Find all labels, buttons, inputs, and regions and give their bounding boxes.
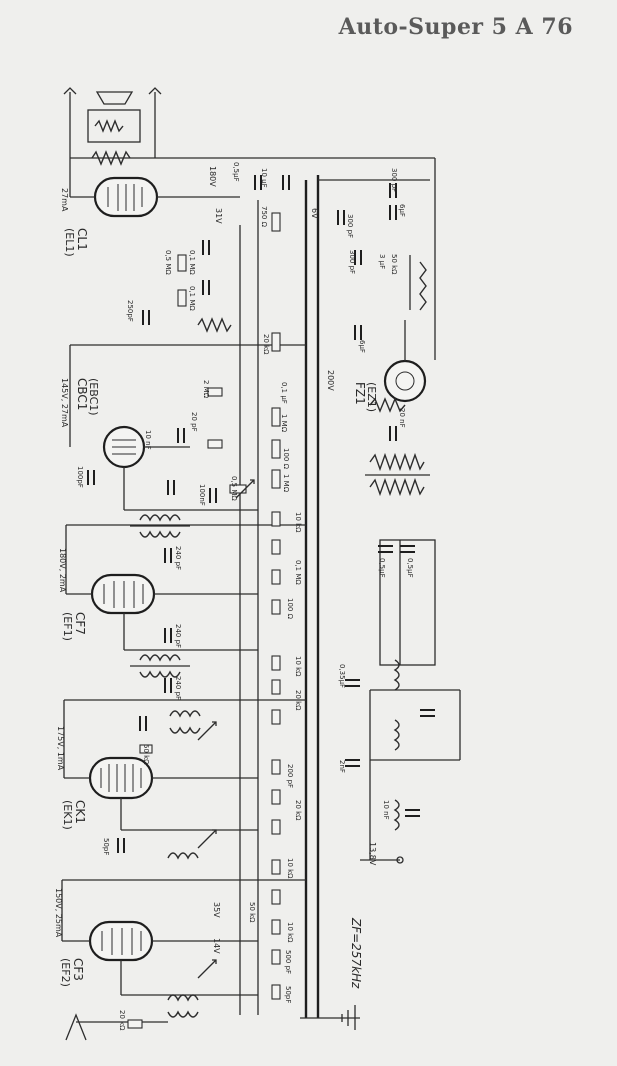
if-transformer-2 [130,654,190,678]
tube-cbc1-current: 145V, 27mA [60,378,69,428]
supply-voltage-label: 13,8V [368,842,377,866]
value-label: 0,1 MΩ [188,286,196,311]
value-label: 50 kΩ [248,902,256,923]
value-label: 240 pF [174,546,182,570]
value-label: 100nF [198,484,206,506]
if-transformer-1 [130,514,190,538]
value-label: 10 kΩ [294,512,302,533]
value-label: 0,35µF [338,664,346,688]
ground-symbol [341,1005,356,1030]
plate-wiring [61,158,306,996]
value-label: 2 MΩ [202,380,210,399]
tube-cf3-id: CF3 [71,958,85,981]
value-label: 20 kΩ [294,800,302,821]
value-label: 100 Ω [286,598,294,620]
tube-cbc1 [102,425,190,469]
tube-cl1-type: (EL1) [63,228,76,257]
value-label: 100 Ω [282,448,290,470]
value-label: 250pF [126,300,134,322]
power-transformer [365,255,430,831]
tube-ck1 [88,756,258,800]
value-label: 100pF [76,466,84,488]
antenna-symbol [65,1013,168,1041]
tube-cf7-id: CF7 [73,612,87,635]
value-label: 50pF [102,838,110,855]
value-label: 500 pF [284,950,292,974]
tube-cbc1-type: (EBC1) [87,378,100,416]
value-label: 20 kΩ [262,334,270,355]
input-coil [167,852,199,1018]
value-label: 10 kΩ [286,922,294,943]
value-label: 10 kΩ [294,656,302,677]
value-label: 0,1 MΩ [188,250,196,275]
tube-labels: CL1 (EL1) 27mA CBC1 (EBC1) 145V, 27mA CF… [54,188,378,987]
value-label: 0,1 µF [280,382,288,404]
value-label: 1 MΩ [280,414,288,433]
variable-capacitors [197,479,255,979]
tube-fz1 [383,320,427,403]
value-label: 240 pF [174,676,182,700]
tube-ck1-current: 175V, 1mA [56,726,65,771]
value-label: 200 pF [286,764,294,788]
value-label: 20 nF [398,408,406,428]
value-label: 300 pF [348,250,356,274]
value-label: 750 Ω [260,206,268,228]
value-label: 0,5µF [232,162,240,182]
value-label: 6µF [398,204,406,217]
value-label: 20 kΩ [294,690,302,711]
value-label: 20 pF [190,412,198,432]
value-label: 300 pF [390,168,398,192]
annotation-labels: ZF=257kHz 13,8V 180V 200V 31V 6V 35V 14V [208,166,377,989]
tube-cf3-current: 150V, 25mA [54,888,63,938]
value-label: 0,5µF [378,558,386,578]
value-label: 20 kΩ [118,1010,126,1031]
tube-fz1-type: (EZ1) [365,382,378,412]
voltage-label: 6V [310,208,319,219]
value-label: 3 µF [378,254,386,269]
value-label: 0,5 MΩ [164,250,172,275]
value-label: 0,5 MΩ [230,476,238,501]
tube-cf7-current: 180V, 2mA [58,548,67,593]
voltage-label: 14V [212,938,221,954]
value-label: 300 pF [346,214,354,238]
resistors [127,212,406,1029]
tube-cbc1-id: CBC1 [75,378,89,410]
tube-cf3 [88,920,258,962]
value-label: 10 kΩ [286,858,294,879]
tube-ck1-type: (EK1) [61,800,74,830]
value-label: 50 kΩ [142,744,150,765]
voltage-label: 31V [214,208,223,224]
tube-cl1-current: 27mA [60,188,69,212]
value-label: 240 pF [174,624,182,648]
loudspeaker [63,87,162,166]
value-label: 1 MΩ [282,474,290,493]
value-label: 6µF [358,340,366,353]
tube-fz1-id: FZ1 [353,382,367,405]
tube-cl1 [93,176,240,218]
value-label: 0,1 MΩ [294,560,302,585]
value-label: 10 nF [382,800,390,820]
value-label: 0,5µF [406,558,414,578]
voltage-label: 200V [326,370,335,391]
voltage-label: 35V [212,902,221,918]
value-label: 50pF [284,986,292,1003]
oscillator-coil [169,710,201,734]
capacitors [87,175,435,853]
value-label: 10 µF [260,168,268,188]
value-label: 50 kΩ [390,254,398,275]
tube-ck1-id: CK1 [73,800,87,824]
page-title: Auto-Super 5 A 76 [338,14,573,40]
component-value-labels: 0,5µF 10 µF 300 pF 6µF 750 Ω 300 pF 0,1 … [76,162,414,1031]
value-label: 10 nF [144,430,152,450]
tube-cf7-type: (EF1) [61,612,74,641]
tube-cf7 [90,573,258,615]
voltage-label: 180V [208,166,217,187]
if-frequency-label: ZF=257kHz [349,917,363,989]
vibrator-circuit [360,539,461,864]
supply-bus-lines [70,157,436,1019]
tube-cl1-id: CL1 [75,228,89,251]
value-label: 2nF [338,760,346,773]
tube-cf3-type: (EF2) [59,958,72,987]
